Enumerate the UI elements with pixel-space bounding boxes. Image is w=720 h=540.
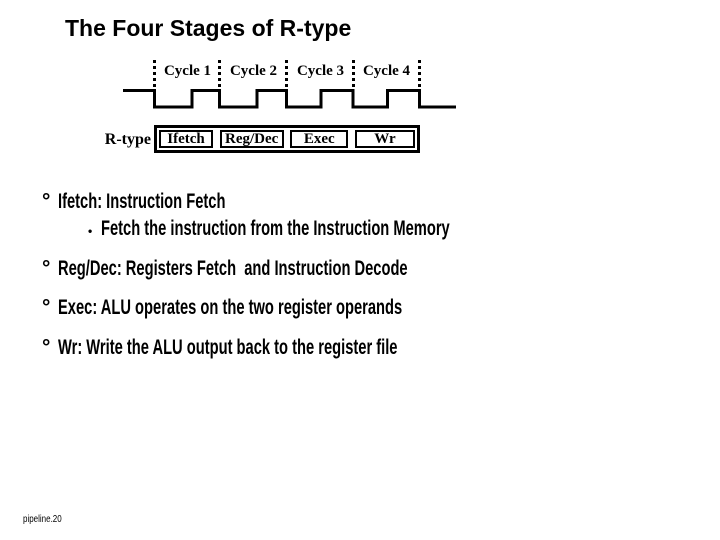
degree-bullet-icon: ° [42, 296, 51, 319]
bullet-item-ifetch: ° Ifetch: Instruction Fetch [42, 191, 297, 213]
stage-boxes-frame: Ifetch Reg/Dec Exec Wr [154, 125, 420, 153]
bullet-item-regdec: ° Reg/Dec: Registers Fetch and Instructi… [42, 258, 557, 280]
cycle-label-4: Cycle 4 [362, 63, 411, 79]
rtype-row-label: R-type [104, 131, 151, 148]
cycle-boundary-line [418, 60, 421, 87]
degree-bullet-icon: ° [42, 336, 51, 359]
stage-box-regdec: Reg/Dec [219, 130, 284, 148]
cycle-boundary-line [218, 60, 221, 87]
stage-box-ifetch: Ifetch [159, 130, 213, 148]
stage-box-wr: Wr [354, 130, 415, 148]
bullet-text: Reg/Dec: Registers Fetch and Instruction… [58, 257, 408, 280]
bullet-item-exec: ° Exec: ALU operates on the two register… [42, 297, 550, 319]
degree-bullet-icon: ° [42, 190, 51, 213]
slide-page-number: pipeline.20 [23, 514, 62, 525]
cycle-label-3: Cycle 3 [296, 63, 345, 79]
cycle-boundary-line [352, 60, 355, 87]
cycle-boundary-line [153, 60, 156, 87]
bullet-text: Wr: Write the ALU output back to the reg… [58, 336, 398, 359]
bullet-item-ifetch-sub: • Fetch the instruction from the Instruc… [88, 218, 599, 240]
stage-box-exec: Exec [290, 130, 349, 148]
dot-bullet-icon: • [88, 224, 93, 238]
bullet-text: Fetch the instruction from the Instructi… [101, 217, 450, 240]
cycle-label-2: Cycle 2 [229, 63, 278, 79]
degree-bullet-icon: ° [42, 257, 51, 280]
bullet-text: Exec: ALU operates on the two register o… [58, 296, 403, 319]
slide-title: The Four Stages of R-type [65, 15, 352, 41]
cycle-boundary-line [285, 60, 288, 87]
bullet-item-wr: ° Wr: Write the ALU output back to the r… [42, 337, 543, 359]
bullet-text: Ifetch: Instruction Fetch [58, 190, 226, 213]
clock-waveform-line [123, 89, 456, 109]
cycle-label-1: Cycle 1 [163, 63, 212, 79]
